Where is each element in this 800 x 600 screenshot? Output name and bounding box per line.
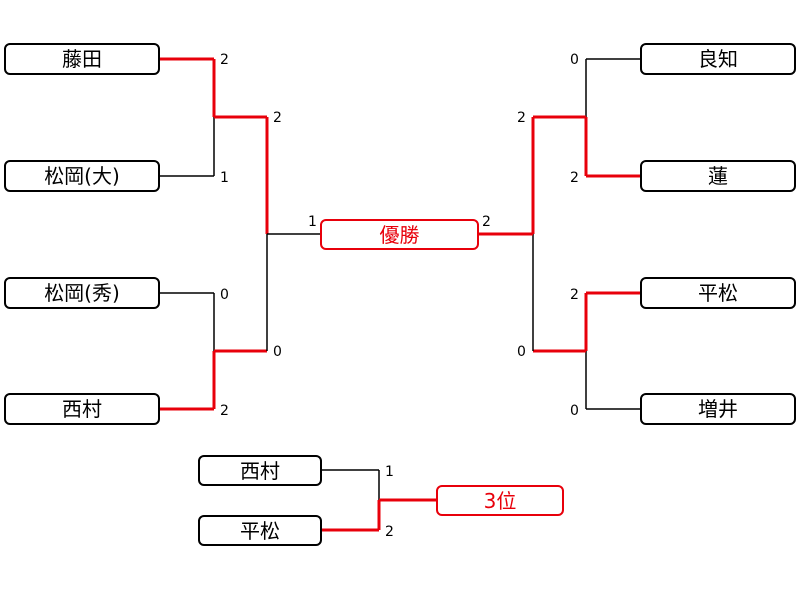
player-box: 藤田 (4, 43, 160, 75)
score-label: 0 (570, 52, 579, 68)
score-label: 0 (273, 344, 282, 360)
score-label: 2 (273, 110, 282, 126)
score-label: 2 (570, 287, 579, 303)
score-label: 1 (308, 214, 317, 230)
score-label: 2 (220, 403, 229, 419)
player-box: 松岡(秀) (4, 277, 160, 309)
champion-box: 優勝 (320, 219, 479, 250)
player-box: 平松 (640, 277, 796, 309)
player-box: 蓮 (640, 160, 796, 192)
score-label: 2 (220, 52, 229, 68)
score-label: 0 (220, 287, 229, 303)
score-label: 2 (482, 214, 491, 230)
score-label: 2 (570, 170, 579, 186)
third-place-player-box: 西村 (198, 455, 322, 486)
score-label: 1 (385, 464, 394, 480)
third-place-player-box: 平松 (198, 515, 322, 546)
player-box: 増井 (640, 393, 796, 425)
player-box: 西村 (4, 393, 160, 425)
score-label: 0 (517, 344, 526, 360)
player-box: 松岡(大) (4, 160, 160, 192)
score-label: 0 (570, 403, 579, 419)
score-label: 1 (220, 170, 229, 186)
score-label: 2 (517, 110, 526, 126)
score-label: 2 (385, 524, 394, 540)
player-box: 良知 (640, 43, 796, 75)
third-place-box: 3位 (436, 485, 564, 516)
